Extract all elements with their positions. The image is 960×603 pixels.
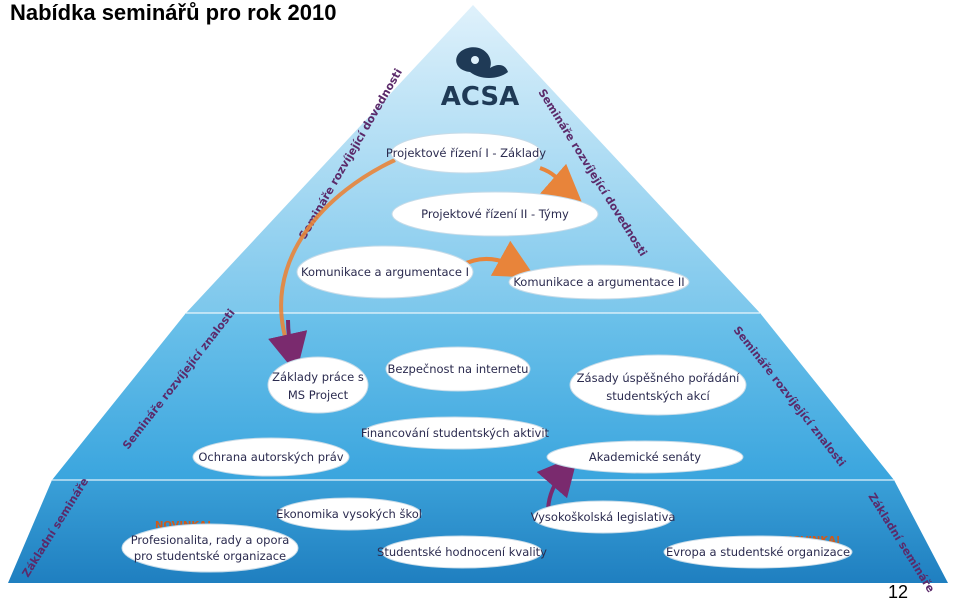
bubble-ms-project[interactable] bbox=[267, 356, 369, 414]
bubble-hodnoceni[interactable] bbox=[381, 535, 543, 569]
acsa-logo-text: ACSA bbox=[441, 82, 520, 112]
bubble-akademicke[interactable] bbox=[546, 440, 744, 474]
bubble-profesionalita[interactable] bbox=[121, 523, 299, 573]
label-bezpecnost: Bezpečnost na internetu bbox=[388, 362, 529, 376]
label-hodnoceni: Studentské hodnocení kvality bbox=[377, 545, 547, 559]
label-profesionalita-line1: Profesionalita, rady a opora bbox=[131, 533, 290, 547]
bubble-bezpecnost[interactable] bbox=[385, 346, 531, 392]
label-akademicke: Akademické senáty bbox=[589, 450, 701, 464]
label-ochrana: Ochrana autorských práv bbox=[198, 450, 343, 464]
label-projektove-2: Projektové řízení II - Týmy bbox=[421, 207, 569, 221]
label-evropa: Evropa a studentské organizace bbox=[666, 545, 850, 559]
page-number: 12 bbox=[887, 582, 908, 602]
bubble-financovani[interactable] bbox=[362, 416, 548, 450]
label-ekonomika: Ekonomika vysokých škol bbox=[276, 507, 422, 521]
label-legislativa: Vysokoškolská legislativa bbox=[531, 510, 676, 524]
bubble-komunikace-1[interactable] bbox=[296, 245, 474, 299]
bubble-zasady[interactable] bbox=[569, 354, 747, 416]
label-zasady-line1: Zásady úspěšného pořádání bbox=[577, 371, 740, 385]
label-profesionalita-line2: pro studentské organizace bbox=[134, 549, 286, 563]
bubble-ekonomika[interactable] bbox=[276, 497, 422, 531]
label-zasady-line2: studentských akcí bbox=[606, 389, 710, 403]
label-ms-project-line2: MS Project bbox=[288, 388, 349, 402]
page-title: Nabídka seminářů pro rok 2010 bbox=[10, 0, 337, 25]
bubble-projektove-2[interactable] bbox=[391, 191, 599, 237]
label-projektove-1: Projektové řízení I - Základy bbox=[386, 146, 546, 160]
arrow-proj1-to-msproject bbox=[279, 158, 396, 353]
bubble-legislativa[interactable] bbox=[532, 500, 674, 534]
label-komunikace-2: Komunikace a argumentace II bbox=[513, 275, 684, 289]
arrow-msproject-head bbox=[268, 319, 308, 374]
bubble-evropa[interactable] bbox=[663, 535, 853, 569]
bubble-projektove-1[interactable] bbox=[390, 132, 542, 174]
acsa-swirl-logo bbox=[456, 47, 508, 78]
arrow-proj1-to-proj2 bbox=[539, 163, 584, 206]
bubble-ochrana[interactable] bbox=[192, 437, 350, 477]
bubble-komunikace-2[interactable] bbox=[508, 264, 690, 300]
label-financovani: Financování studentských aktivit bbox=[361, 426, 550, 440]
label-ms-project-line1: Základy práce s bbox=[272, 370, 364, 384]
label-komunikace-1: Komunikace a argumentace I bbox=[301, 265, 469, 279]
pyramid-tier-knowledge bbox=[52, 313, 894, 480]
